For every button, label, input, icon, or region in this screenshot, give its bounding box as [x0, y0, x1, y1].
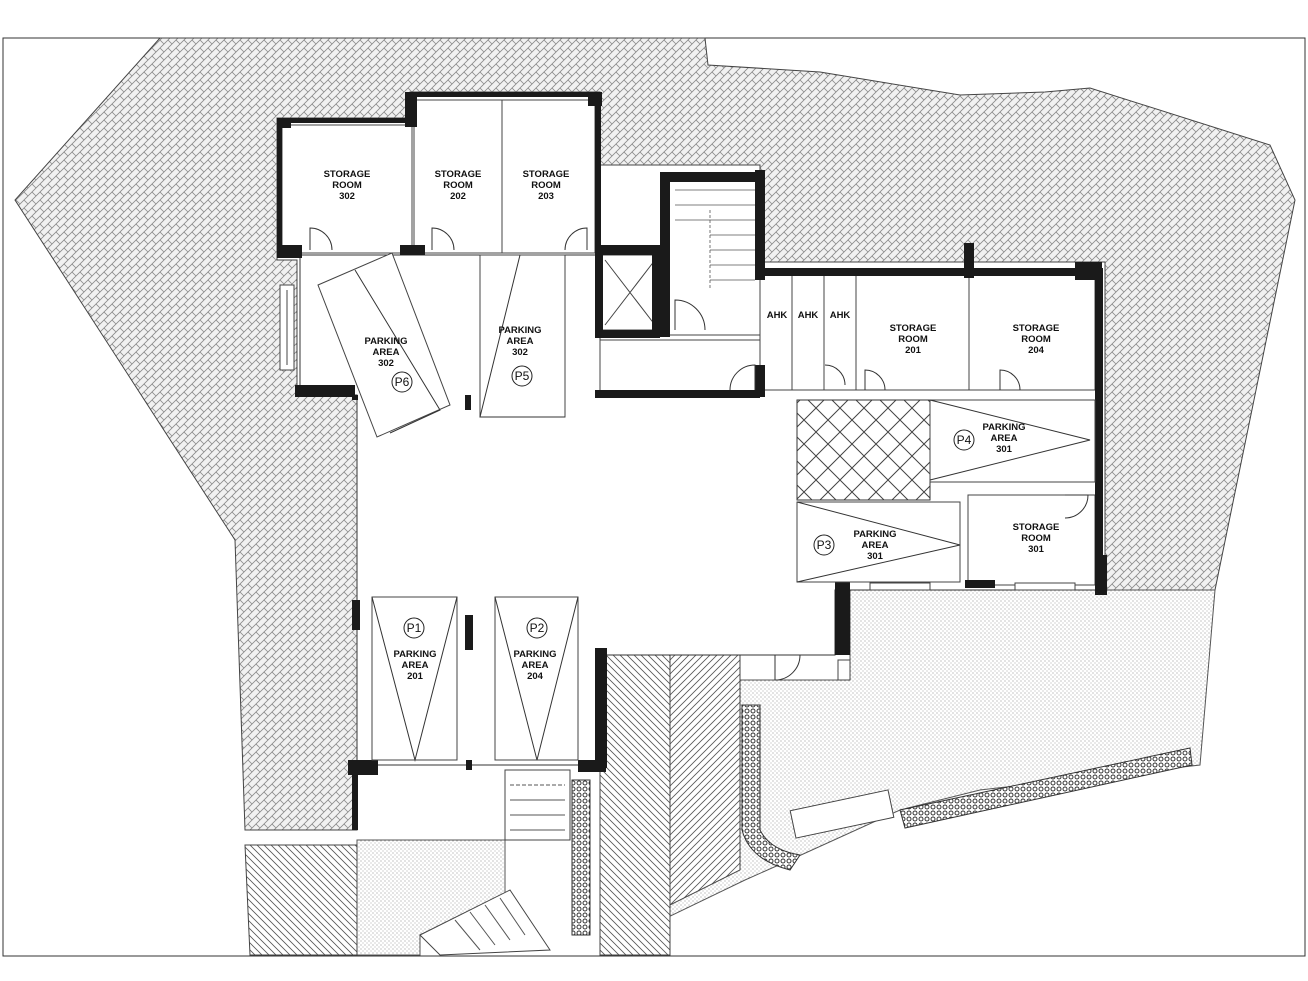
room-number: 203 [538, 191, 554, 202]
room-word: ROOM [531, 180, 561, 191]
svg-text:301: 301 [867, 551, 884, 562]
svg-text:AREA: AREA [507, 336, 534, 347]
svg-text:AREA: AREA [862, 540, 889, 551]
room-number: 201 [905, 345, 922, 356]
ramp-area-2 [669, 654, 741, 906]
label-parking-p2: P2 PARKING AREA 204 [513, 617, 557, 682]
pebble-strip-3 [571, 779, 591, 936]
room-word: ROOM [1021, 334, 1051, 345]
parking-stall-p5 [479, 254, 566, 418]
room-storage-202 [413, 99, 503, 254]
room-ahk-label: AHK [798, 310, 819, 321]
room-word: STORAGE [890, 323, 937, 334]
room-number: 204 [1028, 345, 1045, 356]
svg-text:201: 201 [407, 671, 424, 682]
label-parking-p6: PARKING AREA 302 P6 [364, 336, 413, 393]
ramp-area [599, 654, 671, 956]
planter-box [789, 789, 895, 839]
stair-core [667, 174, 761, 336]
parking-tag: P5 [515, 369, 530, 383]
room-word: ROOM [443, 180, 473, 191]
room-word: STORAGE [1013, 323, 1060, 334]
parking-tag: P4 [957, 433, 972, 447]
label-storage-201: STORAGE ROOM 201 [890, 323, 937, 356]
stair-treads [675, 189, 755, 290]
svg-text:PARKING: PARKING [498, 325, 541, 336]
room-ahk-1 [759, 274, 793, 391]
room-word: ROOM [898, 334, 928, 345]
svg-text:302: 302 [512, 347, 528, 358]
room-number: 301 [1028, 544, 1045, 555]
room-ahk-2 [791, 274, 825, 391]
ramp-area-left [244, 844, 358, 956]
parking-tag: P1 [407, 621, 422, 635]
label-storage-202: STORAGE ROOM 202 [435, 169, 482, 202]
windows [279, 284, 1076, 681]
pebble-strip-2 [899, 747, 1193, 829]
svg-text:AREA: AREA [402, 660, 429, 671]
parking-tag: P6 [395, 375, 410, 389]
svg-text:204: 204 [527, 671, 544, 682]
parking-tag: P3 [817, 538, 832, 552]
room-word: STORAGE [523, 169, 570, 180]
room-word: STORAGE [435, 169, 482, 180]
room-ahk-3 [823, 274, 857, 391]
label-storage-302: STORAGE ROOM 302 [324, 169, 371, 202]
room-number: 202 [450, 191, 466, 202]
label-parking-p3: PARKING AREA 301 P3 [813, 529, 897, 562]
room-word: ROOM [332, 180, 362, 191]
room-storage-204 [968, 274, 1096, 391]
label-storage-203: STORAGE ROOM 203 [523, 169, 570, 202]
room-word: STORAGE [1013, 522, 1060, 533]
lobby [599, 339, 761, 396]
svg-text:AREA: AREA [522, 660, 549, 671]
room-storage-302 [281, 124, 413, 254]
svg-text:PARKING: PARKING [982, 422, 1025, 433]
label-ahk: AHK AHK AHK [767, 310, 851, 321]
svg-text:301: 301 [996, 444, 1013, 455]
bottom-stairs [419, 769, 571, 956]
pebble-strip [741, 704, 801, 871]
room-storage-201 [855, 274, 970, 391]
room-storage-301 [967, 494, 1096, 586]
crosshatch-area [796, 399, 931, 501]
parking-stall-p6 [317, 252, 451, 438]
walls [277, 92, 1107, 830]
label-storage-301: STORAGE ROOM 301 [1013, 522, 1060, 555]
door-swings [309, 227, 1089, 681]
svg-text:AREA: AREA [991, 433, 1018, 444]
svg-text:AREA: AREA [373, 347, 400, 358]
label-parking-p5: PARKING AREA 302 P5 [498, 325, 542, 387]
room-word: ROOM [1021, 533, 1051, 544]
room-word: STORAGE [324, 169, 371, 180]
room-number: 302 [339, 191, 355, 202]
parking-tag: P2 [530, 621, 545, 635]
label-storage-204: STORAGE ROOM 204 [1013, 323, 1060, 356]
svg-text:PARKING: PARKING [513, 649, 556, 660]
label-parking-p4: PARKING AREA 301 P4 [953, 422, 1026, 455]
svg-text:PARKING: PARKING [393, 649, 436, 660]
svg-text:302: 302 [378, 358, 394, 369]
room-ahk-label: AHK [830, 310, 851, 321]
room-storage-203 [501, 99, 596, 254]
svg-text:PARKING: PARKING [364, 336, 407, 347]
room-ahk-label: AHK [767, 310, 788, 321]
label-parking-p1: P1 PARKING AREA 201 [393, 617, 437, 682]
svg-text:PARKING: PARKING [853, 529, 896, 540]
